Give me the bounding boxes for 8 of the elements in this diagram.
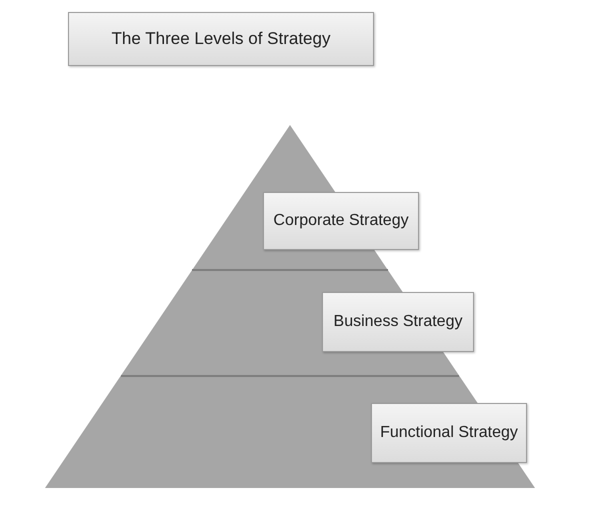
- level-label-box: [371, 403, 527, 463]
- level-label: Business Strategy: [334, 312, 462, 332]
- title-text: The Three Levels of Strategy: [112, 28, 330, 50]
- level-label: Functional Strategy: [380, 423, 518, 443]
- level-label-box: [263, 192, 419, 250]
- level-label-box: [322, 292, 474, 352]
- level-label: Corporate Strategy: [273, 211, 409, 231]
- title-box: [68, 12, 374, 66]
